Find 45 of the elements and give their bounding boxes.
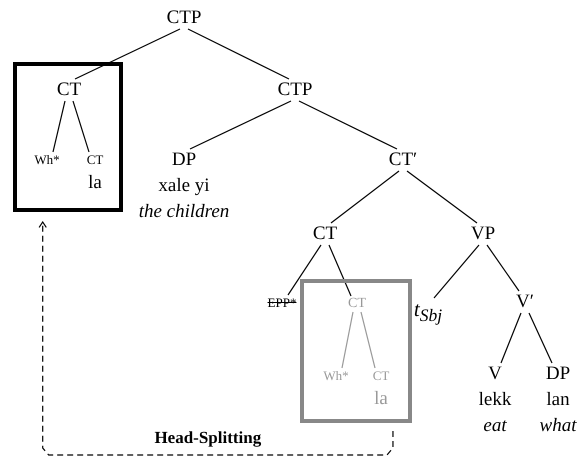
node-label: VP [470, 222, 496, 246]
tree-branch [298, 100, 398, 150]
node-label: V [487, 362, 503, 386]
gloss-text: la [87, 171, 103, 195]
gloss-text: eat [482, 414, 508, 438]
movement-arrow [38, 221, 394, 456]
node-label: DP [544, 362, 572, 386]
tree-branch [52, 100, 66, 152]
gloss-text: the children [138, 200, 230, 224]
node-label: CT [348, 295, 366, 313]
gloss-text: lan [545, 388, 571, 412]
tree-branch [486, 244, 520, 292]
tree-branch [500, 312, 522, 364]
highlight-box [13, 62, 123, 212]
gloss-text: lekk [478, 388, 512, 412]
node-label: EPP* [268, 294, 296, 312]
node-label: CT [312, 222, 338, 246]
node-label: CT′ [388, 148, 418, 172]
node-label: DP [170, 148, 198, 172]
node-label: CTP [166, 6, 202, 30]
tree-branch [434, 244, 480, 298]
highlight-box [300, 279, 412, 423]
tree-branch [188, 28, 290, 80]
node-label: CTP [278, 78, 312, 102]
tree-branch [330, 170, 400, 224]
node-label: Wh* [323, 367, 349, 385]
node-label: CT [372, 367, 390, 385]
node-label: V′ [516, 290, 534, 314]
node-label: CT [86, 151, 104, 169]
gloss-text: xale yi [157, 174, 211, 198]
tree-branch [341, 312, 354, 368]
tree-branch [74, 28, 180, 80]
gloss-text: what [540, 414, 576, 438]
gloss-text: la [373, 387, 389, 411]
tree-branch [528, 312, 553, 364]
edge-label: Head-Splitting [152, 428, 264, 448]
tree-branch [406, 170, 478, 224]
tree-branch [288, 244, 322, 296]
node-label: CT [56, 78, 82, 102]
node-label: Wh* [34, 151, 60, 169]
tree-branch [72, 100, 90, 152]
tree-branch [360, 312, 376, 368]
tree-branch [190, 100, 292, 150]
node-label: t$_{Sbj}$ [414, 296, 442, 328]
tree-branch [328, 244, 352, 296]
